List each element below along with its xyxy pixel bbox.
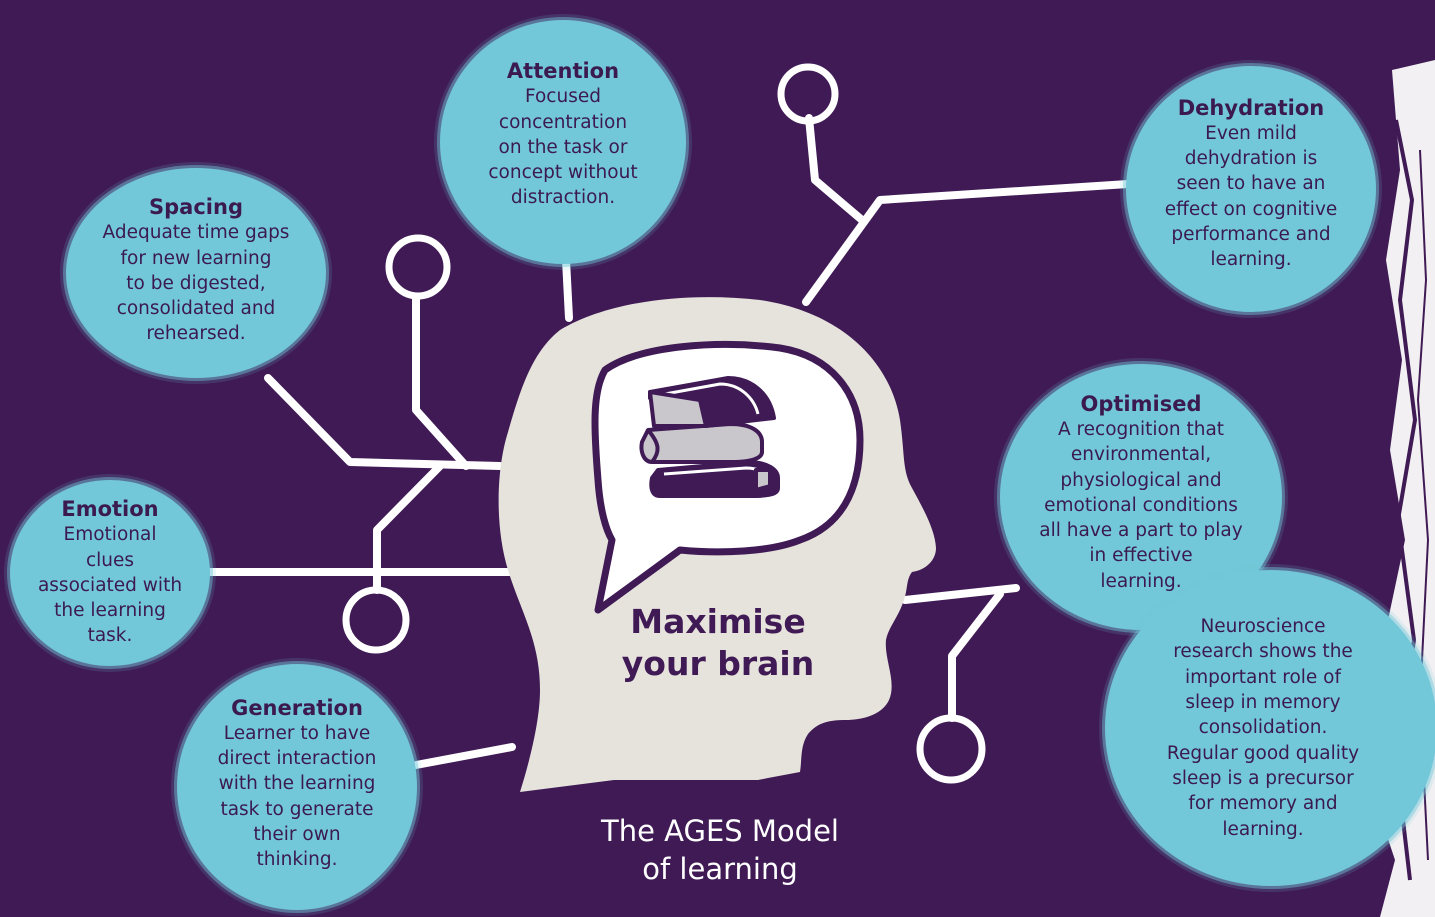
bubble-body: Even mild dehydration is seen to have an… <box>1164 122 1338 271</box>
connector-dehydration <box>802 180 1132 306</box>
bubble-body: Focused concentration on the task or con… <box>488 86 638 209</box>
diagram-caption: The AGES Model of learning <box>601 814 839 886</box>
connector-optimised-branch <box>948 590 1004 722</box>
bubble-title: Emotion <box>61 497 159 522</box>
ring-node-optimised <box>916 714 986 784</box>
bubble-title: Attention <box>506 59 620 84</box>
bubble-body: Emotional clues associated with the lear… <box>37 524 183 647</box>
connector-dehydration-branch <box>805 114 866 224</box>
bubble-generation: Generation Learner to have direct intera… <box>177 664 417 910</box>
connector-optimised <box>901 584 1020 604</box>
connector-spacing-branch <box>412 296 470 470</box>
bubble-title: Generation <box>231 695 363 720</box>
connector-lines <box>204 114 1132 769</box>
bubble-optimised: Optimised A recognition that environment… <box>1000 364 1282 630</box>
bubble-title: Dehydration <box>1177 95 1325 120</box>
bubble-sleep: Neuroscience research shows the importan… <box>1105 570 1435 886</box>
connector-emotion-branch <box>373 462 444 594</box>
bubble-body: A recognition that environmental, physio… <box>1039 418 1243 592</box>
bubble-title: Spacing <box>149 195 243 220</box>
bubble-emotion: Emotion Emotional clues associated with … <box>10 480 210 666</box>
connector-generation <box>412 743 516 769</box>
bubble-body: Adequate time gaps for new learning to b… <box>102 222 290 345</box>
bubble-spacing: Spacing Adequate time gaps for new learn… <box>66 168 326 378</box>
ring-node-dehydration <box>777 63 839 125</box>
bubble-body: Learner to have direct interaction with … <box>217 722 377 871</box>
center-title: Maximise your brain <box>621 602 815 683</box>
bubble-dehydration: Dehydration Even mild dehydration is see… <box>1126 66 1376 312</box>
connector-spacing <box>264 374 504 470</box>
ring-node-spacing <box>385 234 451 300</box>
bubble-title: Optimised <box>1080 391 1202 416</box>
ring-nodes <box>342 63 986 784</box>
bubble-attention: Attention Focused concentration on the t… <box>440 20 686 264</box>
bubble-body: Neuroscience research shows the importan… <box>1166 616 1360 840</box>
books-icon <box>639 376 780 498</box>
ring-node-emotion <box>342 586 410 654</box>
connector-attention <box>562 256 573 322</box>
